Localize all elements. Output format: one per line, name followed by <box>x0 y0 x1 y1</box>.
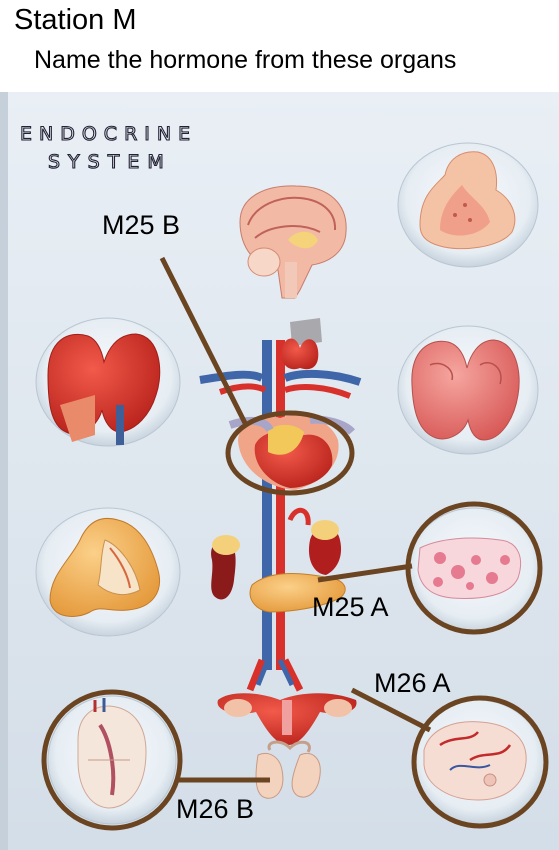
m26b-circle <box>41 689 183 831</box>
m25a-pointer-line <box>317 563 413 583</box>
central-vessels <box>199 340 362 692</box>
m25b-circle <box>225 410 355 496</box>
label-m25b: M25 B <box>102 210 181 240</box>
m26a-pointer-line <box>350 687 432 733</box>
instruction-text: Name the hormone from these organs <box>34 46 457 74</box>
lower-left-dish <box>35 507 181 637</box>
m26a-marker <box>350 687 549 829</box>
chart-title-line1: ENDOCRINE <box>20 123 197 145</box>
kidney-pancreas-model <box>211 508 346 613</box>
label-m26a: M26 A <box>374 668 451 698</box>
testis-section-dish <box>47 695 177 825</box>
label-m26b: M26 B <box>176 794 255 824</box>
station-title: Station M <box>14 4 137 36</box>
endocrine-chart-photo: ENDOCRINE SYSTEM <box>0 92 559 850</box>
ovary-section-dish <box>411 699 545 825</box>
board-frame-left <box>0 92 8 850</box>
m26b-marker <box>41 689 270 831</box>
m25a-circle <box>405 501 543 635</box>
m25b-pointer-line <box>159 256 249 427</box>
testes-model <box>255 740 321 799</box>
label-m25a: M25 A <box>312 592 389 622</box>
middle-left-dish <box>35 317 181 447</box>
middle-right-dish <box>397 325 539 455</box>
m25a-marker <box>317 501 543 635</box>
m26a-circle <box>411 695 549 829</box>
m25b-marker <box>159 256 355 496</box>
brain-model <box>239 185 347 299</box>
thyroid-model <box>281 318 322 370</box>
heart-thymus-model <box>228 414 356 490</box>
uterus-model <box>217 693 357 745</box>
pancreas-section-dish <box>407 507 541 633</box>
chart-title-line2: SYSTEM <box>48 151 172 173</box>
top-right-dish <box>397 142 539 268</box>
